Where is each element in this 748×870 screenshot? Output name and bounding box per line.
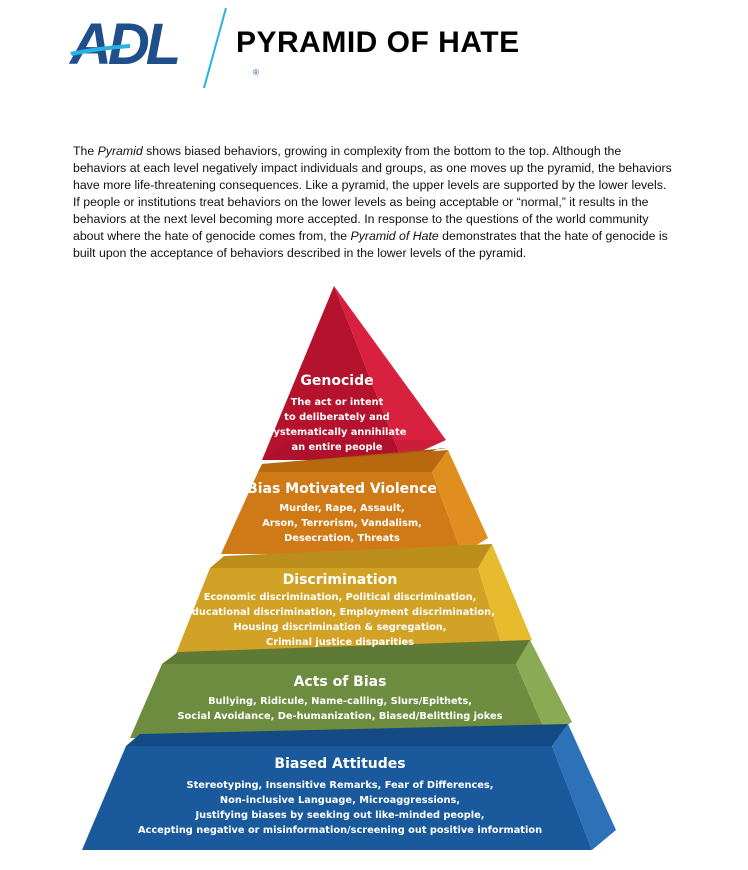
acts-label: Acts of Bias Bullying, Ridicule, Name-ca…	[160, 674, 520, 724]
pyramid-italic: Pyramid	[97, 144, 143, 158]
header: ADL ® PYRAMID OF HATE	[0, 0, 748, 110]
pyramid-of-hate-graphic: Genocide The act or intent to deliberate…	[0, 280, 748, 870]
violence-desc: Murder, Rape, Assault, Arson, Terrorism,…	[262, 503, 422, 544]
header-divider	[203, 8, 227, 88]
attitudes-label: Biased Attitudes Stereotyping, Insensiti…	[120, 756, 560, 838]
genocide-label: Genocide The act or intent to deliberate…	[262, 373, 412, 455]
acts-title: Acts of Bias	[293, 674, 387, 690]
pyramid-shapes	[82, 286, 616, 850]
discrimination-desc: Economic discrimination, Political discr…	[185, 592, 495, 648]
intro-paragraph: The Pyramid shows biased behaviors, grow…	[73, 144, 672, 260]
level-discrimination	[175, 544, 532, 656]
attitudes-title: Biased Attitudes	[274, 756, 406, 772]
discrimination-title: Discrimination	[282, 572, 398, 588]
level-genocide	[262, 286, 446, 460]
level-acts	[130, 640, 572, 738]
pyramid-of-hate-italic: Pyramid of Hate	[350, 229, 439, 243]
genocide-desc: The act or intent to deliberately and sy…	[267, 397, 407, 453]
level-attitudes	[82, 724, 616, 850]
page-title: PYRAMID OF HATE	[236, 26, 520, 59]
attitudes-desc: Stereotyping, Insensitive Remarks, Fear …	[137, 780, 543, 836]
genocide-title: Genocide	[300, 373, 374, 389]
adl-logo[interactable]: ADL ®	[70, 12, 259, 92]
level-violence	[221, 448, 488, 554]
discrimination-label: Discrimination Economic discrimination, …	[180, 572, 500, 650]
violence-title: Bias Motivated Violence	[247, 481, 437, 497]
acts-desc: Bullying, Ridicule, Name-calling, Slurs/…	[177, 696, 503, 722]
registered-mark: ®	[253, 68, 259, 77]
logo-swoosh-icon	[70, 44, 130, 56]
violence-label: Bias Motivated Violence Murder, Rape, As…	[222, 481, 462, 546]
